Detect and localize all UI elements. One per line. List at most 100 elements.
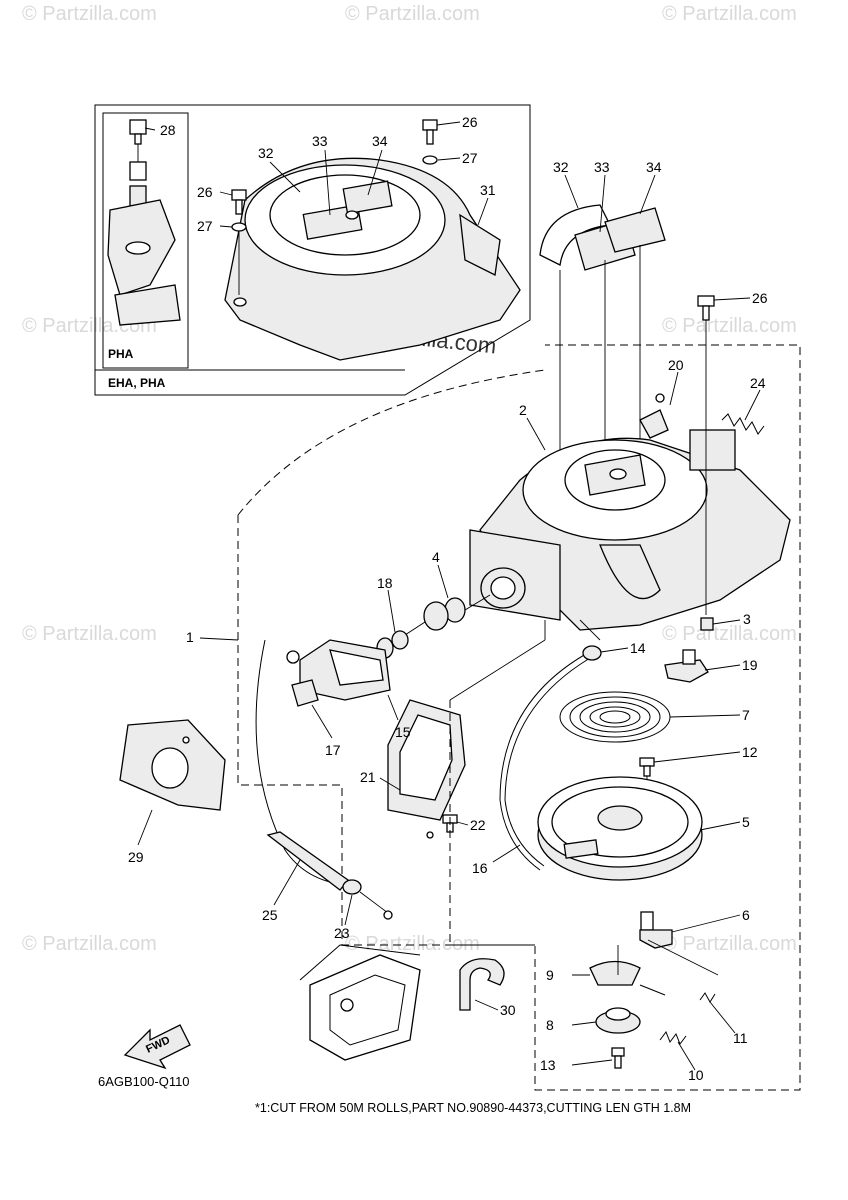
callout-2: 2: [519, 402, 527, 418]
callout-34: 34: [646, 159, 662, 175]
seal-18: [391, 630, 409, 650]
spiral-spring-7: [559, 691, 671, 743]
pin-3: [700, 617, 714, 631]
leader-24: [744, 389, 761, 421]
pha-base: [114, 284, 181, 326]
diagram-code: 6AGB100-Q110: [98, 1074, 190, 1089]
callout-11: 11: [733, 1030, 748, 1046]
rope-clip: [383, 910, 393, 920]
housing-center-boss: [609, 468, 627, 480]
small-parts-top-right: [639, 295, 765, 683]
inset-washer-27: [231, 222, 247, 232]
inset-pha-frame: [102, 112, 189, 369]
leader-1: [199, 637, 239, 641]
callout-26-inset-right: 26: [462, 114, 478, 130]
hose-30-guide: [449, 700, 535, 946]
inset-pha-label: PHA: [108, 347, 134, 361]
leader-31-inset: [477, 197, 489, 226]
footnote: *1:CUT FROM 50M ROLLS,PART NO.90890-4437…: [255, 1101, 691, 1115]
callout-25: 25: [262, 907, 278, 923]
callout-33-inset: 33: [312, 133, 328, 149]
callout-27-inset-left: 27: [197, 218, 213, 234]
callout-4: 4: [432, 549, 440, 565]
watermark-low-right: © Partzilla.com: [662, 623, 797, 645]
rope-tail: [359, 891, 389, 914]
leader-27-inset-right: [437, 157, 461, 161]
leader-7: [669, 714, 741, 718]
bracket-21: [387, 699, 466, 839]
rope-end-23: [342, 879, 362, 895]
grommet-4b: [423, 601, 449, 631]
watermark-bottom-left: © Partzilla.com: [22, 933, 157, 955]
callout-19: 19: [742, 657, 758, 673]
leader-30: [474, 999, 499, 1011]
cable-guide-assembly: [286, 567, 526, 707]
callout-21: 21: [360, 769, 376, 785]
spring-7-ring1: [559, 691, 671, 743]
callout-24: 24: [750, 375, 766, 391]
starter-rope-25: [255, 639, 393, 920]
callout-26-inset-left: 26: [197, 184, 213, 200]
watermark-bottom-right: © Partzilla.com: [662, 933, 797, 955]
drive-plate-8-boss: [605, 1007, 631, 1021]
pha-bracket-hole: [125, 241, 151, 255]
bracket-21-nub: [426, 831, 434, 839]
housing-intake: [599, 544, 661, 600]
cable-segment: [404, 621, 426, 636]
callout-12: 12: [742, 744, 758, 760]
callout-26: 26: [752, 290, 768, 306]
bracket-plate-body: [309, 954, 421, 1061]
leader-32-inset: [269, 161, 301, 193]
clip-17: [291, 679, 319, 707]
sleeve-14: [582, 645, 602, 661]
leader-16: [492, 844, 521, 863]
screw-13-head: [611, 1047, 625, 1057]
leader-26-inset-left: [219, 191, 233, 196]
leader-4: [437, 564, 449, 599]
hose-30-body: [459, 958, 505, 1011]
inset-screw-26b-head: [422, 119, 438, 131]
inset-cover-31: [459, 213, 501, 276]
watermark-mid-right: © Partzilla.com: [662, 315, 797, 337]
leader-34: [639, 174, 656, 215]
lower-parts: [572, 939, 719, 1069]
watermark-low-left: © Partzilla.com: [22, 623, 157, 645]
callout-3: 3: [743, 611, 751, 627]
inset-washer-27b: [422, 155, 438, 165]
screw-13-shank: [614, 1055, 622, 1069]
leader-26: [713, 297, 751, 301]
inset-starter-housing: [224, 119, 521, 361]
leader-15: [387, 694, 399, 721]
leader-lines: [137, 121, 761, 1071]
leader-34-inset: [367, 149, 383, 196]
leader-20: [669, 371, 679, 406]
cover-plate-29: [119, 719, 226, 811]
leader-3: [712, 619, 741, 625]
leader-18: [387, 589, 396, 633]
leader-28: [144, 127, 156, 131]
callout-20: 20: [668, 357, 684, 373]
callout-14: 14: [630, 640, 646, 656]
callout-15: 15: [395, 724, 411, 740]
callout-1: 1: [186, 629, 194, 645]
screw-12-shank: [643, 765, 651, 777]
callouts: 28 26 27 26 27 32 33 34 31 26 32 33 34 2…: [128, 114, 768, 1083]
cable-rod: [464, 594, 491, 611]
guide-pawl-spring: [647, 939, 719, 976]
bracket-21-inner: [399, 714, 453, 801]
fwd-arrow: FWD: [123, 1024, 191, 1070]
guide-link-cable: [449, 639, 546, 701]
watermark-bottom-center: © Partzilla.com: [345, 933, 480, 955]
leader-23: [344, 894, 353, 926]
inset-screw-26b-shank: [426, 129, 434, 145]
inset-eha-pha-label: EHA, PHA: [108, 376, 166, 390]
callout-10: 10: [688, 1067, 704, 1083]
callout-31-inset: 31: [480, 182, 496, 198]
spring-7-ring4: [589, 706, 641, 728]
pha-subassembly: [107, 119, 181, 326]
housing-bracket-right: [689, 429, 736, 471]
lever-20: [639, 409, 669, 439]
leader-29: [137, 809, 153, 846]
cable-16: [499, 619, 602, 871]
leader-27-inset-left: [219, 225, 233, 228]
